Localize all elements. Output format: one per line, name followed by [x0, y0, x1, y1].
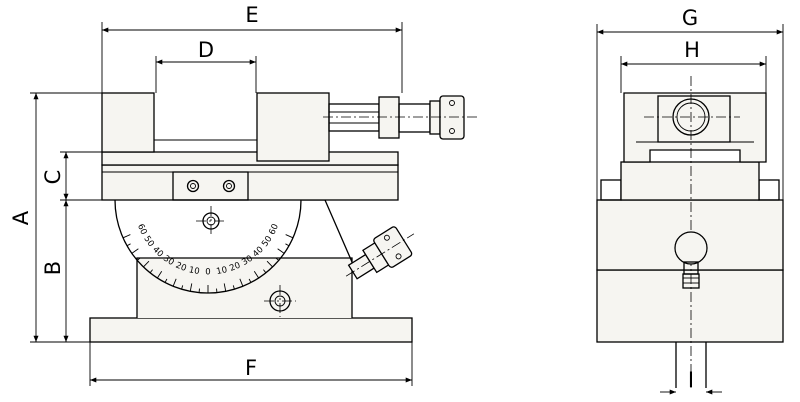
- side-view: G H I: [596, 6, 784, 395]
- dim-label-b: B: [41, 261, 65, 275]
- scale-tick: [122, 234, 131, 239]
- screw-block: [657, 95, 731, 143]
- scale-tick: [285, 234, 294, 239]
- scale-tick: [143, 260, 150, 268]
- side-lock-knob: [674, 231, 708, 289]
- vise-slide: [101, 164, 399, 201]
- scale-label: 30: [240, 254, 255, 268]
- dimension-e: E: [101, 3, 403, 93]
- scale-label: 60: [135, 223, 149, 237]
- pedestal: [136, 257, 353, 318]
- scale-label: 50: [260, 234, 274, 249]
- scale-label: 60: [267, 223, 281, 237]
- scale-label: 50: [141, 234, 155, 249]
- dimension-d: D: [155, 38, 257, 93]
- dimension-c: C: [41, 151, 115, 201]
- scale-tick: [126, 243, 131, 247]
- scale-tick: [189, 283, 193, 292]
- scale-tick: [181, 285, 184, 290]
- tilt-support: [302, 199, 353, 263]
- scale-label: 10: [216, 265, 229, 277]
- dim-label-g: G: [682, 6, 698, 30]
- scale-tick: [266, 260, 273, 268]
- dim-label-d: D: [198, 38, 214, 62]
- scale-tick: [275, 257, 280, 261]
- scale-tick: [277, 248, 285, 254]
- dim-label-h: H: [684, 38, 700, 62]
- scale-tick: [253, 271, 260, 279]
- dimension-a: A: [9, 92, 102, 343]
- scale-label: 0: [205, 268, 210, 278]
- dim-label-i: I: [688, 368, 694, 392]
- base-plate: [89, 317, 413, 343]
- scale-label: 20: [174, 261, 188, 274]
- scale-tick: [285, 243, 290, 247]
- scale-tick: [263, 269, 267, 274]
- dimension-f: F: [89, 342, 413, 386]
- scale-tick: [239, 278, 244, 287]
- scale-tick: [149, 269, 153, 274]
- bottom-key: [675, 342, 707, 388]
- scale-label: 10: [188, 265, 201, 277]
- scale-label: 40: [150, 245, 165, 260]
- screw-hex-nut: [439, 95, 465, 140]
- dimension-h: H: [620, 38, 767, 93]
- dim-label-e: E: [245, 3, 258, 27]
- lock-bolt: [264, 285, 296, 317]
- dim-label-c: C: [41, 170, 65, 185]
- vise-bed: [101, 151, 399, 166]
- scale-label: 20: [228, 261, 242, 274]
- scale-tick: [232, 285, 235, 290]
- lead-screw: [328, 103, 380, 132]
- bolt-right: [222, 179, 236, 193]
- side-body-lower: [596, 269, 784, 343]
- dimension-i: I: [660, 368, 722, 395]
- scale-tick: [223, 283, 227, 292]
- dim-label-f: F: [245, 356, 257, 380]
- scale-label: 30: [161, 254, 176, 268]
- fixed-jaw: [101, 92, 155, 153]
- scale-tick: [136, 257, 141, 261]
- dim-label-a: A: [9, 210, 33, 225]
- scale-tick: [172, 278, 177, 287]
- scale-tick: [248, 278, 252, 283]
- scale-tick: [164, 278, 168, 283]
- dimension-g: G: [596, 6, 784, 200]
- angle-lock-handle: [345, 226, 415, 280]
- dimension-b: B: [41, 200, 69, 342]
- bolt-left: [186, 179, 200, 193]
- movable-jaw: [256, 92, 330, 162]
- scale-tick: [131, 248, 139, 254]
- scale-tick: [156, 271, 163, 279]
- scale-label: 40: [251, 245, 266, 260]
- pivot-hole: [196, 206, 226, 236]
- bolt-plate: [172, 171, 249, 201]
